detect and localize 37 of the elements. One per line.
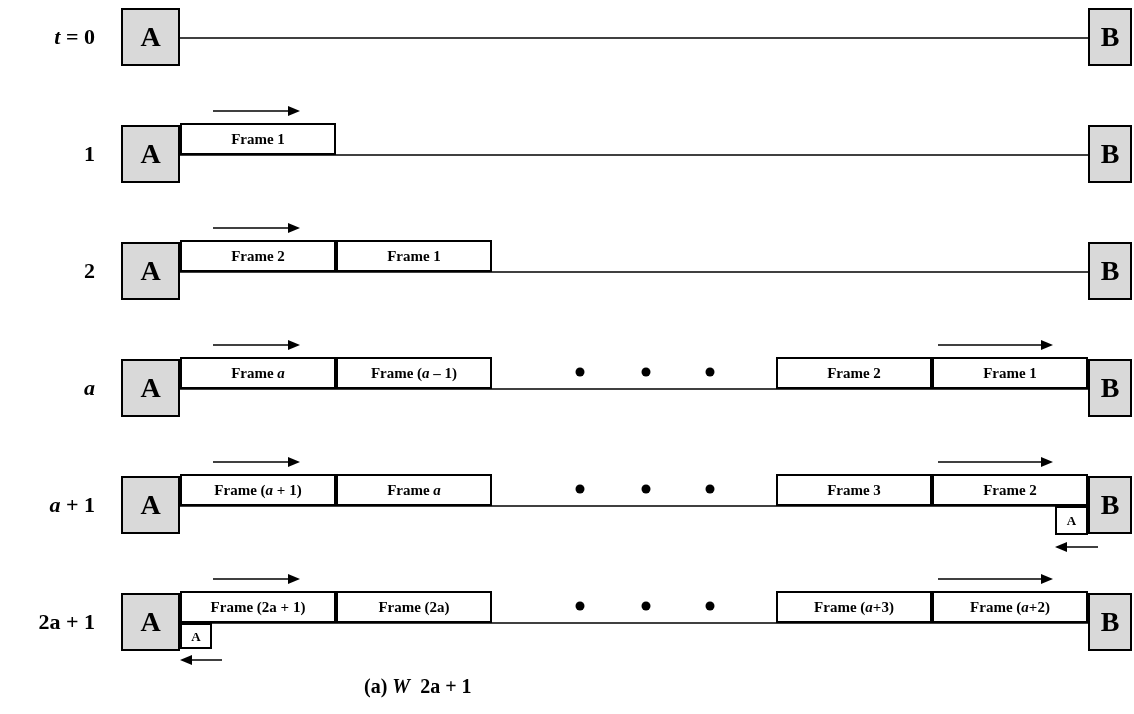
frame-box: Frame 2 [932, 474, 1088, 506]
frame-box: Frame (a – 1) [336, 357, 492, 389]
frame-box: Frame a [336, 474, 492, 506]
time-step-label: a [84, 377, 95, 399]
time-step-label: a + 1 [49, 494, 95, 516]
time-step-label: 2a + 1 [38, 611, 95, 633]
station-box: B [1088, 242, 1132, 300]
frame-box: Frame (a+3) [776, 591, 932, 623]
time-step-label: 1 [84, 143, 95, 165]
frame-box: Frame (2a) [336, 591, 492, 623]
station-box: B [1088, 476, 1132, 534]
frame-box: Frame 2 [180, 240, 336, 272]
frame-box: Frame 3 [776, 474, 932, 506]
line [179, 37, 1089, 39]
frame-box: Frame (a+2) [932, 591, 1088, 623]
frame-box: Frame 1 [180, 123, 336, 155]
time-step-label: t = 0 [54, 26, 95, 48]
station-box: A [121, 125, 180, 183]
station-box: B [1088, 593, 1132, 651]
frame-box: Frame 1 [336, 240, 492, 272]
frame-box: Frame 1 [932, 357, 1088, 389]
frame-box: Frame a [180, 357, 336, 389]
station-box: B [1088, 8, 1132, 66]
ack-box: A [180, 623, 212, 649]
station-box: A [121, 242, 180, 300]
station-box: A [121, 359, 180, 417]
frame-box: Frame (a + 1) [180, 474, 336, 506]
ack-box: A [1055, 506, 1088, 535]
time-step-label: 2 [84, 260, 95, 282]
station-box: A [121, 8, 180, 66]
station-box: B [1088, 359, 1132, 417]
caption: (a) W 2a + 1 [364, 676, 472, 696]
station-box: B [1088, 125, 1132, 183]
frame-box: Frame 2 [776, 357, 932, 389]
station-box: A [121, 593, 180, 651]
frame-box: Frame (2a + 1) [180, 591, 336, 623]
station-box: A [121, 476, 180, 534]
